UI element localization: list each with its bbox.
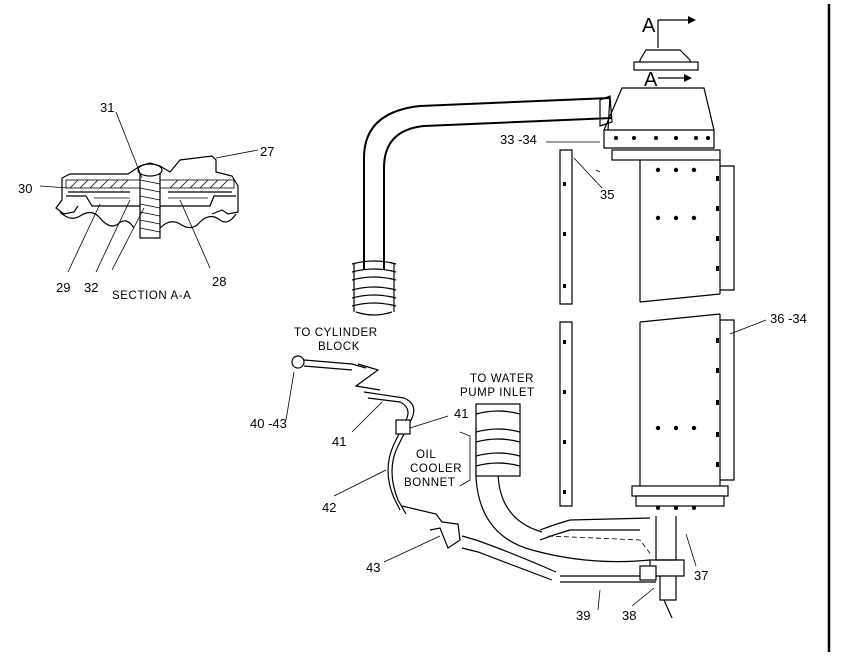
label-37: 37 (694, 568, 708, 583)
label-33-34: 33 -34 (500, 132, 537, 147)
label-36-34: 36 -34 (770, 311, 807, 326)
section-a-a-caption: SECTION A-A (112, 290, 191, 302)
section-a-a-detail (39, 111, 259, 273)
label-27: 27 (260, 144, 274, 159)
lower-hoses (461, 426, 656, 583)
cooler-body-upper (559, 149, 735, 305)
label-41-upper: 41 (454, 406, 468, 421)
callout-oil-line1: OIL (416, 449, 436, 461)
cooler-top (599, 49, 721, 161)
label-39: 39 (576, 608, 590, 623)
callout-to-cylinder-line1: TO CYLINDER (294, 327, 378, 339)
oil-cooler-bonnet-outline (459, 431, 471, 487)
label-30: 30 (18, 181, 32, 196)
callout-oil-line2: COOLER (410, 463, 462, 475)
leader-lines (285, 141, 767, 611)
callout-to-water-line1: TO WATER (470, 373, 534, 385)
section-marker-a (657, 16, 696, 82)
callout-to-cylinder-line2: BLOCK (318, 341, 360, 353)
callout-to-water-line2: PUMP INLET (460, 387, 535, 399)
section-letter-a-top: A (642, 15, 656, 37)
label-32: 32 (84, 280, 98, 295)
callout-oil-line3: BONNET (404, 477, 456, 489)
label-40-43: 40 -43 (250, 416, 287, 431)
line-to-cylinder-block (291, 355, 461, 549)
label-28: 28 (212, 274, 226, 289)
water-pump-inlet-hose (475, 403, 521, 477)
outlet-fittings (639, 565, 673, 619)
upper-hose (351, 97, 613, 316)
section-letter-a-bottom: A (644, 69, 658, 91)
label-42: 42 (322, 500, 336, 515)
cooler-body-lower (559, 313, 735, 601)
label-31: 31 (100, 100, 114, 115)
label-29: 29 (56, 280, 70, 295)
label-41-lower: 41 (332, 434, 346, 449)
label-38: 38 (622, 608, 636, 623)
label-43: 43 (366, 560, 380, 575)
label-35: 35 (600, 187, 614, 202)
